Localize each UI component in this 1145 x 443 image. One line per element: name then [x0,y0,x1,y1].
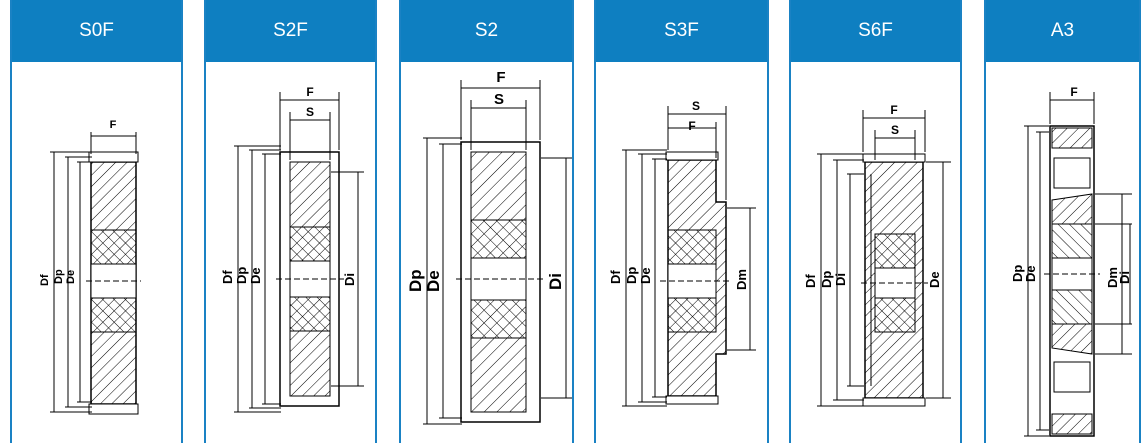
pulley-drawing: S F Df Dp De Dm [596,62,767,443]
pulley-section [1044,125,1100,437]
panel-title: S3F [596,0,767,63]
pulley-section [86,151,141,415]
dim-label-di: Di [546,273,565,290]
panel-title: S6F [791,0,960,63]
dim-label-dm: Dm [734,269,749,290]
panel-title: S2 [401,0,572,63]
dim-label-df: Df [220,270,235,284]
profile-panel-s2: S2 [399,0,574,443]
panel-title: S2F [206,0,375,63]
dim-label-de: De [248,267,263,284]
dim-label-dp: Dp [1010,265,1025,282]
panel-title: A3 [986,0,1139,63]
profile-panel-a3: A3 [984,0,1141,443]
dim-label-di: Di [342,273,357,286]
dim-label-de: De [65,270,77,284]
pulley-drawing: F S Dp De Di [401,62,572,443]
panel-title: S0F [12,0,181,63]
dim-label-de: De [1023,265,1038,282]
dim-label-de: De [638,267,653,284]
pulley-section [276,151,344,407]
pulley-drawing: F Dp De Dm Di [986,62,1139,443]
dim-label-de: De [424,270,443,292]
dim-label-f: F [496,69,505,86]
profile-panel-s6f: S6F [789,0,962,443]
profile-panel-s0f: S0F [10,0,183,443]
pulley-drawing: F Df Dp De [12,62,181,443]
pulley-drawing: F S Df Dp Di De [791,62,960,443]
dim-label-di: Di [833,273,848,286]
dim-label-f: F [1070,85,1077,99]
pulley-section [660,151,731,405]
dim-label-f: F [306,85,313,99]
dim-label-de: De [927,271,942,288]
dim-label-df: Df [39,274,51,286]
dim-label-dp: Dp [406,269,425,292]
dim-label-s: S [891,123,899,137]
dim-label-dp: Dp [624,267,639,284]
dim-label-dp: Dp [819,271,834,288]
dim-label-df: Df [803,274,818,288]
dim-label-s: S [494,91,504,108]
dim-label-f: F [890,103,897,117]
dim-label-f: F [688,119,695,133]
dim-label-f: F [110,119,117,131]
profile-panel-s3f: S3F [594,0,769,443]
dim-label-dm: Dm [1105,267,1120,288]
dim-label-dp: Dp [234,267,249,284]
pulley-section [861,153,928,407]
dim-label-s: S [692,99,700,113]
profile-panel-s2f: S2F [204,0,377,443]
dim-label-df: Df [608,270,623,284]
dim-label-s: S [306,105,314,119]
dim-label-di: Di [1117,271,1132,284]
dim-label-dp: Dp [53,269,65,284]
pulley-drawing: F S Df Dp De Di [206,62,375,443]
pulley-section [456,141,546,423]
